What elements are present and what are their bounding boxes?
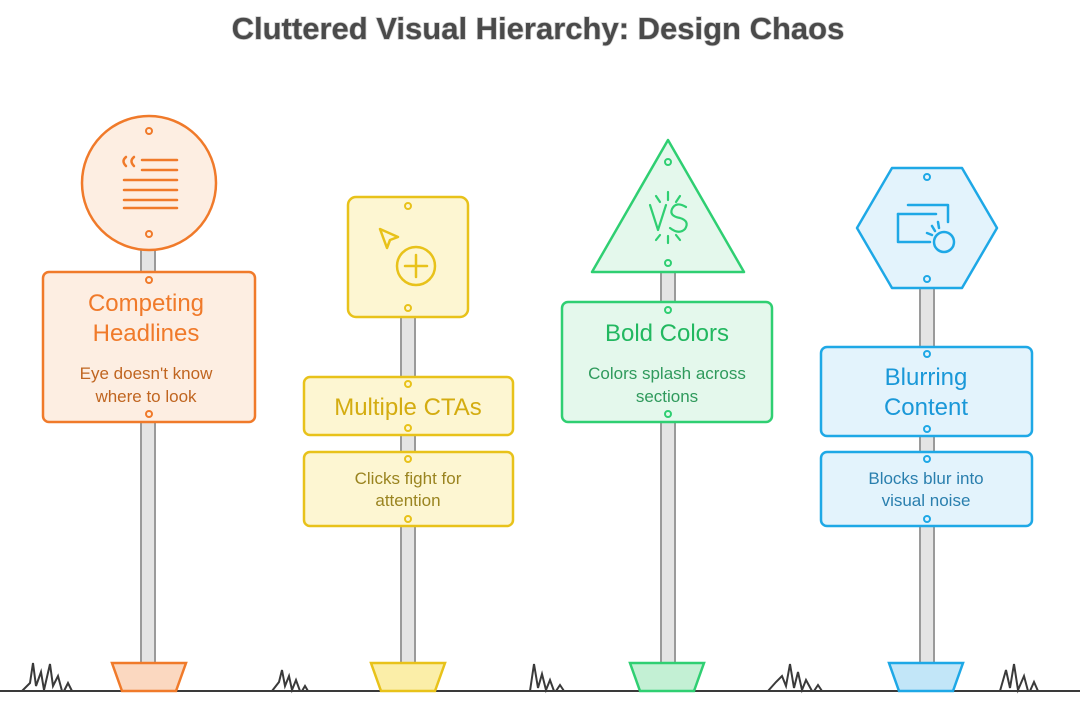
sign-head-circle (80, 114, 218, 252)
rivet (923, 275, 931, 283)
diagram-title: Cluttered Visual Hierarchy: Design Chaos (232, 11, 845, 46)
sign-label: Blurring (885, 364, 968, 391)
sign-description: sections (636, 387, 698, 406)
sign-board (819, 345, 1034, 438)
sign-bold-colors: Bold Colors Colors splash across section… (560, 138, 774, 693)
rivet (404, 304, 412, 312)
rivet (664, 259, 672, 267)
rivet (923, 425, 931, 433)
rivet (923, 173, 931, 181)
sign-description: where to look (94, 387, 197, 406)
sign-base (887, 661, 965, 693)
sign-board (302, 450, 515, 528)
sign-head-square (346, 195, 470, 319)
grass-tuft (999, 663, 1039, 694)
rivet (145, 127, 153, 135)
sign-base (369, 661, 447, 693)
rivet (404, 455, 412, 463)
sign-description: Eye doesn't know (80, 364, 213, 383)
rivet (145, 230, 153, 238)
rivet (404, 424, 412, 432)
sign-description: visual noise (882, 491, 971, 510)
sign-description: attention (375, 491, 440, 510)
rivet (404, 202, 412, 210)
rivet (145, 410, 153, 418)
grass-tuft (21, 662, 73, 692)
sign-label: Content (884, 394, 968, 421)
sign-board (819, 450, 1034, 528)
sign-multiple-ctas: Multiple CTAs Clicks fight for attention (302, 195, 515, 693)
rivet (664, 158, 672, 166)
vs-icon (648, 190, 688, 245)
cursor-plus-icon (378, 227, 437, 287)
sign-description: Blocks blur into (868, 469, 983, 488)
sign-board (41, 270, 257, 424)
sign-label: Competing (88, 290, 204, 317)
rivet (923, 350, 931, 358)
sign-base (628, 661, 706, 693)
screen-click-icon (896, 203, 956, 254)
sign-board (560, 300, 774, 424)
rivet (923, 455, 931, 463)
sign-label: Headlines (93, 320, 200, 347)
sign-base (110, 661, 188, 693)
grass-tuft (529, 663, 565, 694)
sign-label: Bold Colors (605, 320, 729, 347)
rivet (404, 515, 412, 523)
sign-blurring-content: Blurring Content Blocks blur into visual… (819, 166, 1034, 693)
sign-description: Colors splash across (588, 364, 746, 383)
sign-board (302, 375, 515, 437)
sign-head-triangle (590, 138, 746, 274)
sign-competing-headlines: Competing Headlines Eye doesn't know whe… (41, 114, 257, 693)
grass-tuft (767, 663, 823, 694)
sign-head-hexagon (855, 166, 999, 290)
sign-label: Multiple CTAs (334, 394, 482, 421)
rivet (145, 276, 153, 284)
quote-text-icon (122, 155, 179, 210)
rivet (404, 380, 412, 388)
rivet (923, 515, 931, 523)
rivet (664, 306, 672, 314)
sign-description: Clicks fight for (355, 469, 462, 488)
rivet (664, 410, 672, 418)
grass-tuft (271, 669, 309, 694)
